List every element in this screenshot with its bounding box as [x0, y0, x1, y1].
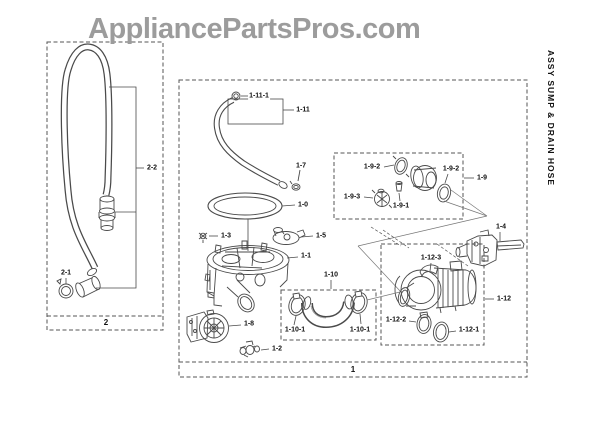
part-label-1-8: 1-8	[242, 320, 256, 328]
valve-1-4-drawing	[455, 229, 525, 267]
sump-1-1-drawing	[204, 240, 299, 313]
pump-1-8-drawing	[186, 309, 242, 343]
clamp-1-7-drawing	[289, 169, 301, 191]
part-label-2-1: 2-1	[59, 269, 73, 277]
ring-1-12-2-drawing	[408, 311, 432, 334]
part-label-1-12-2: 1-12-2	[384, 316, 408, 324]
part-label-1-10: 1-10	[322, 271, 340, 279]
part-label-1-11-1: 1-11-1	[248, 92, 270, 100]
part-label-1-4: 1-4	[494, 223, 508, 231]
part-label-1-2: 1-2	[270, 345, 284, 353]
part-label-1-5: 1-5	[314, 232, 328, 240]
part-label-1-12-3: 1-12-3	[419, 254, 443, 262]
pump-1-12-drawing	[394, 260, 494, 314]
part-label-1-9-1: 1-9-1	[391, 202, 411, 210]
part-label-1-11: 1-11	[295, 106, 311, 114]
main-box-border	[178, 79, 528, 378]
part-label-1-10-1a: 1-10-1	[283, 326, 307, 334]
callout-lines-2	[65, 86, 144, 289]
bracket-1-11	[227, 95, 294, 125]
diagram-title: ASSY SUMP & DRAIN HOSE	[546, 50, 556, 186]
part-label-1-9-2b: 1-9-2	[441, 165, 461, 173]
part-label-1-10-1b: 1-10-1	[348, 326, 372, 334]
watermark: AppliancePartsPros.com	[88, 13, 421, 45]
part-label-1-0: 1-0	[296, 201, 310, 209]
part-label-1-9-3: 1-9-3	[342, 193, 362, 201]
sub-assy-1-9-drawing	[363, 155, 474, 209]
screw-1-3-drawing	[198, 232, 218, 243]
hose-box-border	[46, 41, 164, 331]
part-label-1-9: 1-9	[475, 174, 489, 182]
connection-lines	[357, 189, 488, 293]
hose-1-11-drawing	[213, 97, 288, 189]
part-label-1-7: 1-7	[294, 162, 308, 170]
part-label-1-9-2a: 1-9-2	[362, 163, 382, 171]
drain-hose-2-drawing	[60, 43, 116, 277]
elbow-fitting-2-drawing	[75, 275, 101, 298]
part-label-2-2: 2-2	[145, 164, 159, 172]
gasket-1-0-drawing	[207, 192, 296, 251]
sub-box-1-12-border	[380, 243, 485, 346]
box-number-hose: 2	[102, 318, 110, 327]
hose-1-10-drawing	[288, 280, 401, 329]
cap-1-5-drawing	[272, 227, 314, 245]
sub-box-1-10-border	[280, 289, 377, 341]
part-label-1-12: 1-12	[495, 295, 513, 303]
box-number-main: 1	[349, 365, 357, 374]
clamp-1-11-1-drawing	[231, 91, 241, 101]
part-label-1-12-1: 1-12-1	[457, 326, 481, 334]
bracket-1-2-drawing	[239, 340, 270, 358]
part-label-1-3: 1-3	[219, 232, 233, 240]
clamp-2-1-drawing	[56, 278, 74, 299]
part-label-1-1: 1-1	[299, 252, 313, 260]
ring-1-12-1-drawing	[432, 321, 457, 343]
